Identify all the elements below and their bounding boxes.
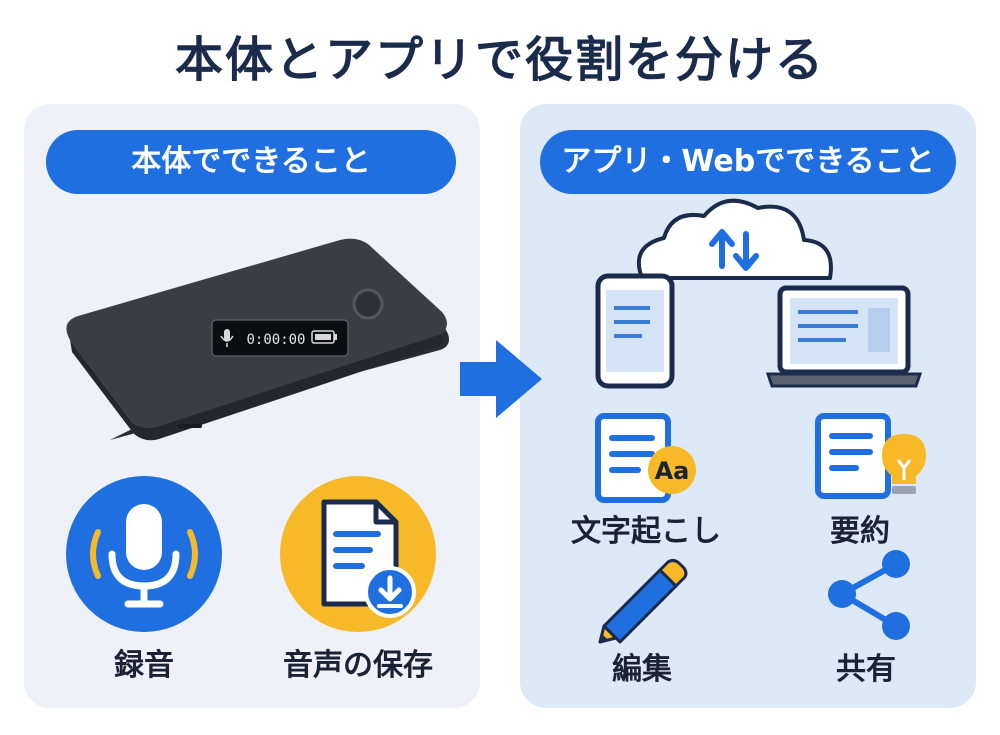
- aa-badge-icon: [648, 446, 696, 494]
- document-lightbulb-icon: [815, 413, 926, 499]
- right-panel-heading: アプリ・Webでできること: [540, 130, 956, 194]
- device-timer: 0:00:00: [246, 332, 305, 348]
- feature-label-share: 共有: [836, 652, 896, 687]
- pencil-icon: [598, 558, 688, 644]
- cloud-sync-illustration: [595, 198, 923, 389]
- microphone-icon: [66, 476, 222, 632]
- device-display: [211, 319, 349, 357]
- feature-label-record: 録音: [114, 648, 174, 683]
- smartphone-icon: [595, 273, 675, 389]
- feature-label-save-audio: 音声の保存: [283, 648, 433, 683]
- left-panel-heading: 本体でできること: [46, 130, 456, 194]
- feature-label-summary: 要約: [830, 514, 890, 549]
- document-text-icon: Aa: [595, 413, 696, 503]
- svg-text:Aa: Aa: [655, 457, 690, 485]
- arrow-right-icon: [460, 340, 542, 418]
- laptop-icon: [765, 285, 923, 388]
- lightbulb-icon: [882, 434, 926, 494]
- recorder-device: 0:00:00: [66, 238, 449, 441]
- page-title: 本体とアプリで役割を分ける: [174, 32, 825, 88]
- feature-label-transcription: 文字起こし: [571, 514, 721, 549]
- share-icon: [828, 550, 910, 640]
- file-download-icon: [280, 476, 436, 632]
- feature-label-edit: 編集: [612, 652, 672, 687]
- display-mic-icon: [220, 329, 234, 347]
- cloud-icon: [636, 198, 833, 280]
- battery-icon: [311, 330, 337, 344]
- device-button: [352, 288, 384, 320]
